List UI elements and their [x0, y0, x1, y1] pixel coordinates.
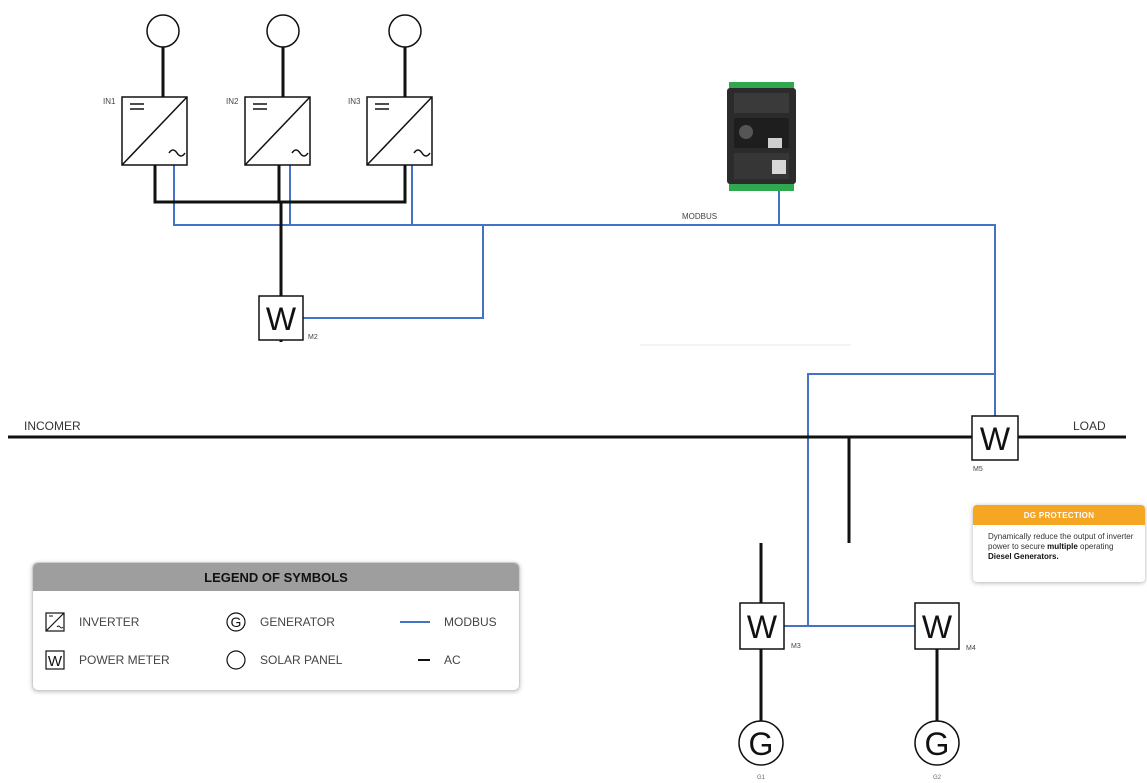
dg-bold-1: multiple [1047, 542, 1078, 551]
generator-g1-symbol: G [749, 726, 774, 762]
meter-m3-symbol: W [747, 609, 778, 645]
legend-label-modbus: MODBUS [444, 615, 497, 629]
meter-m5-label: M5 [973, 466, 983, 473]
legend-label-solar-panel: SOLAR PANEL [260, 653, 343, 667]
power-meter-m2-icon: W [258, 295, 304, 341]
meter-m4-label: M4 [966, 645, 976, 652]
legend-label-generator: GENERATOR [260, 615, 335, 629]
solar-panel-icon [226, 650, 246, 670]
modbus-m2 [303, 225, 484, 319]
meter-m5-symbol: W [980, 421, 1011, 457]
modbus-trunk [173, 165, 996, 416]
power-meter-m4-icon: W [914, 602, 960, 650]
generator-g2-label: G2 [933, 775, 942, 781]
power-meter-icon: W [45, 650, 65, 670]
inverter-3-label: IN3 [348, 97, 361, 106]
meter-m2-label: M2 [308, 334, 318, 341]
power-meter-m3-icon: W [739, 602, 785, 650]
legend-item-generator: G GENERATOR [226, 612, 335, 632]
meter-m3-label: M3 [791, 643, 801, 650]
generator-g1-icon: G [738, 720, 784, 766]
legend-title: LEGEND OF SYMBOLS [33, 563, 519, 591]
legend-label-power-meter: POWER METER [79, 653, 170, 667]
legend-item-solar-panel: SOLAR PANEL [226, 650, 342, 670]
generator-icon: G [226, 612, 246, 632]
controller-device-icon [727, 82, 796, 191]
legend-label-ac: AC [444, 653, 461, 667]
load-label: LOAD [1073, 419, 1106, 433]
dg-protection-card: DG PROTECTION Dynamically reduce the out… [973, 505, 1145, 582]
legend-item-modbus: MODBUS [400, 612, 497, 632]
legend-generator-symbol: G [231, 614, 242, 630]
modbus-m3 [761, 373, 995, 627]
generator-g1-label: G1 [757, 775, 766, 781]
dg-text-1: Dynamically reduce the output of inverte… [988, 532, 1134, 551]
meter-m4-symbol: W [922, 609, 953, 645]
modbus-lines [173, 165, 996, 627]
power-meter-m5-icon: W [971, 415, 1019, 461]
solar-panel-2-icon [266, 14, 300, 48]
inverter-2-icon [244, 96, 311, 166]
solar-panel-3-icon [388, 14, 422, 48]
inverter-2-label: IN2 [226, 97, 239, 106]
inverter-1-icon [121, 96, 188, 166]
incomer-label: INCOMER [24, 419, 81, 433]
solar-panel-1-icon [146, 14, 180, 48]
meter-m2-symbol: W [266, 301, 297, 337]
dg-protection-title: DG PROTECTION [973, 505, 1145, 525]
legend-item-ac: AC [418, 650, 461, 670]
dg-protection-description: Dynamically reduce the output of inverte… [973, 525, 1145, 562]
modbus-line-icon [400, 612, 430, 632]
ac-line-icon [418, 650, 430, 670]
inverter-1-label: IN1 [103, 97, 116, 106]
legend-item-inverter: INVERTER [45, 612, 139, 632]
modbus-label: MODBUS [682, 212, 717, 221]
inverter-3-icon [366, 96, 433, 166]
legend-label-inverter: INVERTER [79, 615, 140, 629]
legend-item-power-meter: W POWER METER [45, 650, 170, 670]
legend-meter-symbol: W [48, 653, 63, 670]
dg-bold-2: Diesel Generators. [988, 552, 1059, 561]
ac-lines [8, 16, 1126, 722]
inverter-icon [45, 612, 65, 632]
generator-g2-icon: G [914, 720, 960, 766]
legend-panel: LEGEND OF SYMBOLS INVERTER W POWER METER… [32, 562, 520, 691]
generator-g2-symbol: G [925, 726, 950, 762]
dg-text-2: operating [1077, 542, 1114, 551]
